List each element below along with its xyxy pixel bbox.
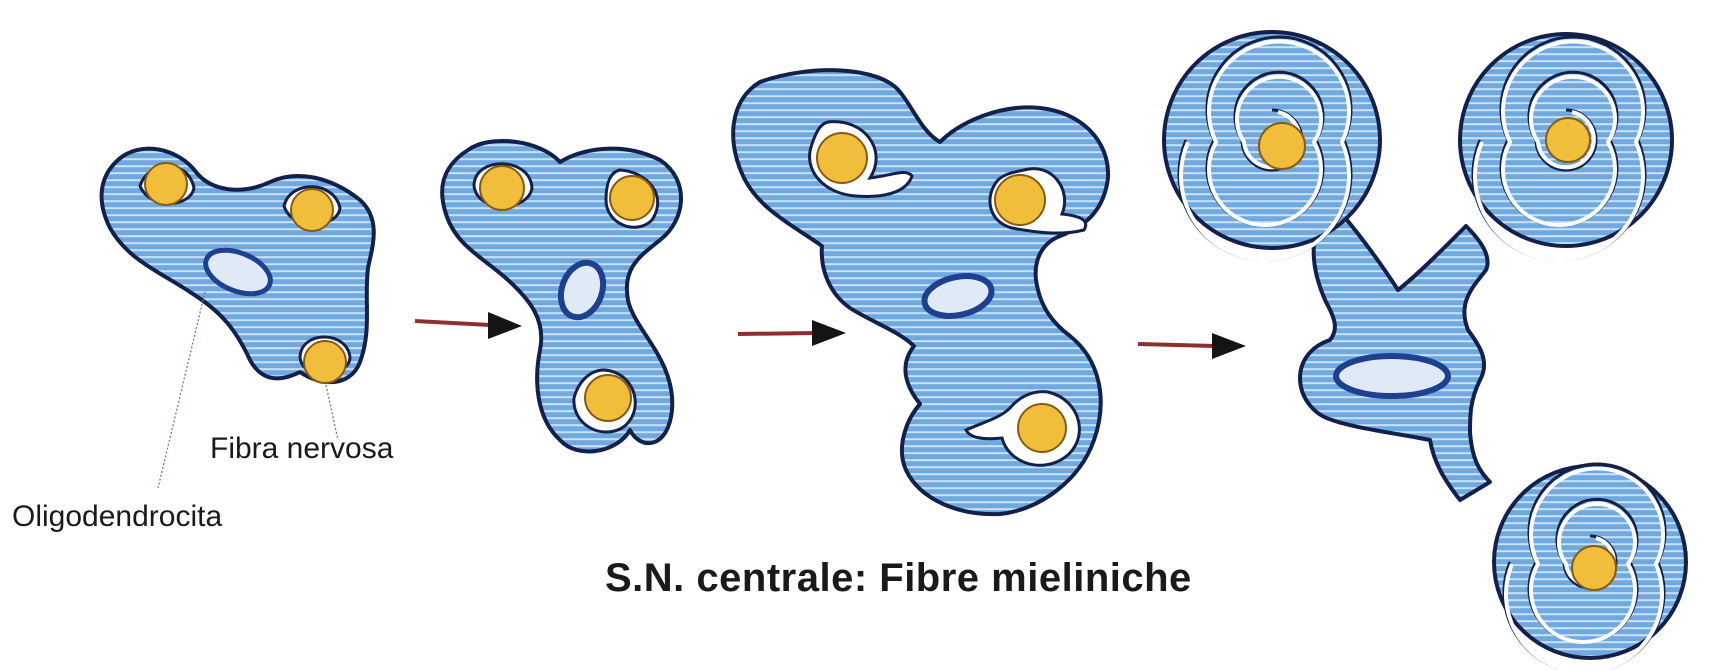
nerve-fiber [304, 341, 346, 383]
nerve-fiber [1259, 123, 1305, 169]
oligodendrocyte-label: Oligodendrocita [12, 500, 222, 534]
nerve-fiber [1018, 404, 1066, 452]
nerve-fiber [1546, 118, 1590, 162]
stage-1-oligodendrocyte [102, 149, 374, 383]
diagram-title: S.N. centrale: Fibre mieliniche [605, 556, 1192, 601]
nerve-fiber [817, 133, 867, 183]
nerve-fiber [291, 189, 333, 231]
arrow-3 [1138, 333, 1246, 359]
nerve-fiber [610, 176, 654, 220]
stage-2-oligodendrocyte [442, 141, 681, 451]
leader-line-oligo [158, 292, 205, 488]
oligodendrocyte-nucleus [1336, 356, 1448, 396]
nerve-fiber [1572, 546, 1616, 590]
nerve-fiber [995, 175, 1045, 225]
nerve-fiber-label: Fibra nervosa [210, 432, 393, 466]
stage-4-oligodendrocyte [1164, 32, 1686, 670]
arrow-2 [738, 320, 846, 346]
arrow-1 [415, 312, 522, 339]
nerve-fiber [145, 163, 187, 205]
stage-3-oligodendrocyte [733, 70, 1108, 514]
nerve-fiber [480, 166, 524, 210]
nerve-fiber [585, 375, 631, 421]
